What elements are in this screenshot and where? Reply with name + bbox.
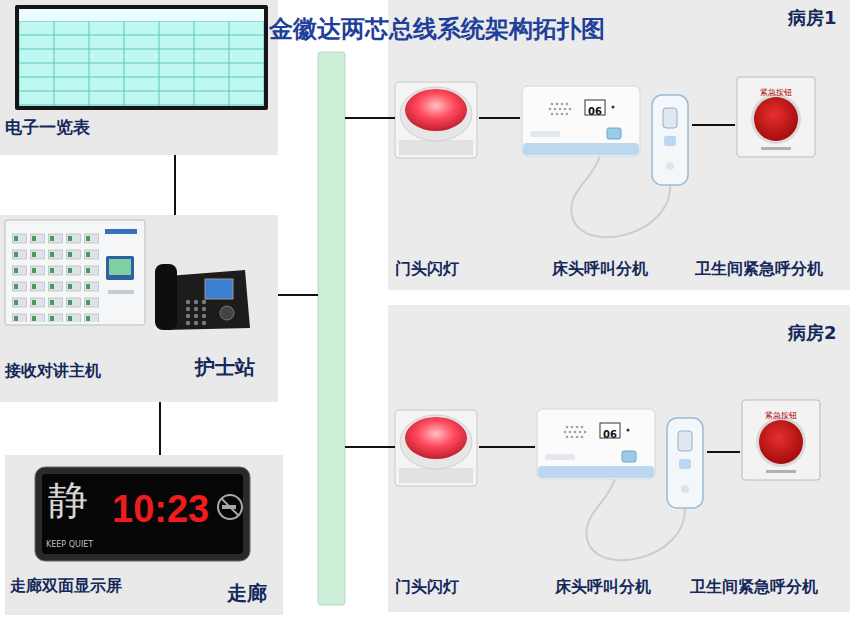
clock-digits: 10:23 bbox=[112, 490, 209, 528]
bus-wire bbox=[278, 294, 318, 296]
label-wrap: KEEP QUIET bbox=[46, 532, 93, 551]
emergency-button-figure bbox=[742, 400, 820, 480]
node-label: 门头闪灯 bbox=[395, 578, 459, 596]
node-label: 卫生间紧急呼分机 bbox=[690, 578, 818, 596]
electronic-board bbox=[15, 5, 268, 110]
label-wrap: 紧急按钮 bbox=[742, 403, 820, 422]
telephone bbox=[155, 264, 250, 330]
text-wrap: 病房2 bbox=[788, 323, 837, 344]
text-wrap: 护士站 bbox=[195, 356, 255, 379]
text-wrap: 门头闪灯 bbox=[395, 577, 459, 596]
bedside-unit-figure bbox=[537, 409, 703, 560]
bus-connector bbox=[174, 155, 176, 215]
text-wrap: 走廊 bbox=[227, 582, 267, 605]
receiver-host bbox=[5, 220, 145, 325]
display-caption: KEEP QUIET bbox=[46, 540, 93, 549]
label-wrap: 06 bbox=[585, 100, 605, 119]
node-label: 病房1 bbox=[788, 8, 837, 29]
button-caption: 紧急按钮 bbox=[765, 411, 797, 420]
text-wrap: 电子一览表 bbox=[5, 118, 90, 138]
bus-wire bbox=[345, 117, 395, 119]
text-wrap: 门头闪灯 bbox=[395, 259, 459, 278]
area-label: 走廊 bbox=[227, 582, 267, 605]
corridor-display bbox=[35, 467, 250, 561]
diagram-title: 金徽达两芯总线系统架构拓扑图 bbox=[269, 16, 605, 44]
emergency-button-figure bbox=[737, 77, 815, 157]
node-label: 走廊双面显示屏 bbox=[10, 577, 122, 595]
node-label: 接收对讲主机 bbox=[5, 362, 101, 380]
bus-connector bbox=[479, 117, 520, 119]
node-label: 门头闪灯 bbox=[395, 260, 459, 278]
text-wrap: 病房1 bbox=[788, 8, 837, 29]
bus-connector bbox=[479, 446, 535, 448]
title-wrap: 金徽达两芯总线系统架构拓扑图 bbox=[269, 16, 605, 44]
room-number: 06 bbox=[588, 104, 602, 119]
quiet-sign: 静 bbox=[48, 477, 88, 523]
node-label: 病房2 bbox=[788, 323, 837, 344]
bus-connector bbox=[692, 124, 735, 126]
bus-bar bbox=[318, 52, 345, 605]
text-wrap: 床头呼叫分机 bbox=[552, 259, 648, 278]
room-number: 06 bbox=[603, 427, 617, 442]
label-wrap: 10:23 bbox=[112, 490, 209, 528]
bus-connector bbox=[159, 402, 161, 455]
text-wrap: 接收对讲主机 bbox=[5, 361, 101, 380]
text-wrap: 走廊双面显示屏 bbox=[10, 576, 122, 595]
area-label: 护士站 bbox=[195, 356, 255, 379]
text-wrap: 卫生间紧急呼分机 bbox=[690, 577, 818, 596]
label-wrap: 静 bbox=[48, 477, 88, 523]
text-wrap: 卫生间紧急呼分机 bbox=[695, 259, 823, 278]
label-wrap: 06 bbox=[600, 423, 620, 442]
bus-connector bbox=[707, 451, 740, 453]
text-wrap: 床头呼叫分机 bbox=[555, 577, 651, 596]
bedside-unit-figure bbox=[522, 86, 688, 237]
label-wrap: 紧急按钮 bbox=[737, 80, 815, 99]
button-caption: 紧急按钮 bbox=[760, 88, 792, 97]
door-light-figure bbox=[395, 82, 477, 158]
node-label: 电子一览表 bbox=[5, 118, 90, 138]
node-label: 床头呼叫分机 bbox=[555, 578, 651, 596]
node-label: 卫生间紧急呼分机 bbox=[695, 260, 823, 278]
door-light-figure bbox=[395, 410, 477, 486]
bus-wire bbox=[345, 446, 395, 448]
node-label: 床头呼叫分机 bbox=[552, 260, 648, 278]
